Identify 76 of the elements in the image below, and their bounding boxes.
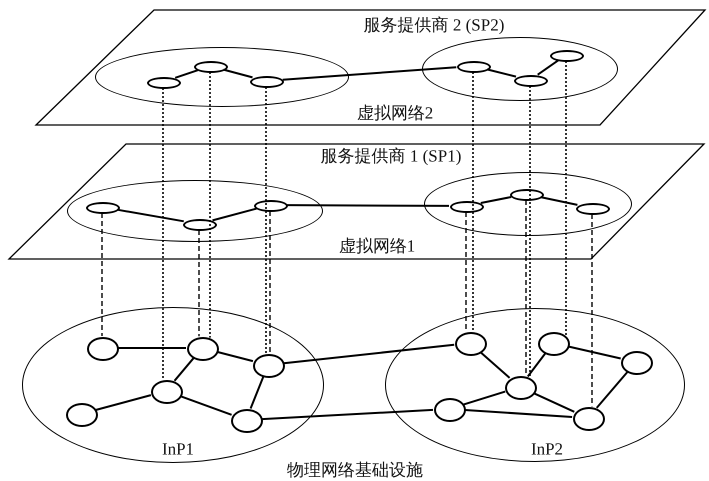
link-line [527,352,546,378]
link-line [250,376,264,409]
link-line [464,390,506,406]
mapping-line [198,230,200,336]
network-ellipse [67,180,323,242]
network-node [576,203,610,215]
caption: 物理网络基础设施 [287,460,423,480]
mapping-line [162,88,164,380]
layer-plane [36,10,705,125]
link-line [596,371,628,409]
link-line [282,66,456,81]
link-line [284,344,454,364]
network-node [550,50,584,62]
link-line [568,346,621,360]
network-node [86,202,120,214]
layer-title: 服务提供商 1 (SP1) [320,146,462,166]
link-line [464,409,572,418]
network-node [231,409,263,433]
link-line [216,350,254,362]
network-node [621,351,653,375]
network-node [187,337,219,361]
network-node [254,200,288,212]
link-line [537,59,559,76]
network-ellipse [22,307,324,463]
network-node [194,61,228,73]
mapping-line [209,72,211,338]
link-line [212,208,257,222]
network-node [450,201,484,213]
network-node [253,354,285,378]
layer-plane [9,144,704,259]
network-node [434,398,466,422]
network-ellipse [95,47,349,107]
link-line [540,196,578,206]
link-line [174,69,198,79]
network-node [183,219,217,231]
network-node [66,403,98,427]
network-label: 虚拟网络2 [356,104,434,122]
mapping-line [591,214,593,406]
network-node [455,332,487,356]
mapping-line [101,213,103,336]
link-line [262,408,434,420]
link-line [223,68,253,78]
network-node [514,75,548,87]
link-line [480,351,510,379]
network-node [538,332,570,356]
link-line [287,204,449,207]
network-ellipse [424,172,632,236]
network-node [573,407,605,431]
network-node [457,61,491,73]
link-line [480,196,512,204]
network-ellipse [422,37,618,101]
network-node [151,380,183,404]
link-line [118,347,186,349]
domain-label: InP1 [162,440,194,458]
mapping-line [529,86,531,378]
link-line [533,392,575,413]
mapping-line [269,211,271,354]
mapping-line [465,212,467,332]
network-node [505,376,537,400]
network-ellipse [385,308,685,462]
layer-title: 服务提供商 2 (SP2) [364,16,504,34]
link-line [96,394,152,411]
mapping-line [265,87,267,354]
link-line [180,395,232,416]
network-node [510,189,544,201]
mapping-line [525,200,527,376]
network-node [87,337,119,361]
link-line [174,358,194,382]
network-label: 虚拟网络1 [338,236,416,256]
domain-label: InP2 [530,440,564,458]
link-line [486,68,516,78]
mapping-line [472,72,474,332]
network-node [250,76,284,88]
link-line [117,208,184,222]
mapping-line [565,61,567,336]
network-node [147,77,181,89]
